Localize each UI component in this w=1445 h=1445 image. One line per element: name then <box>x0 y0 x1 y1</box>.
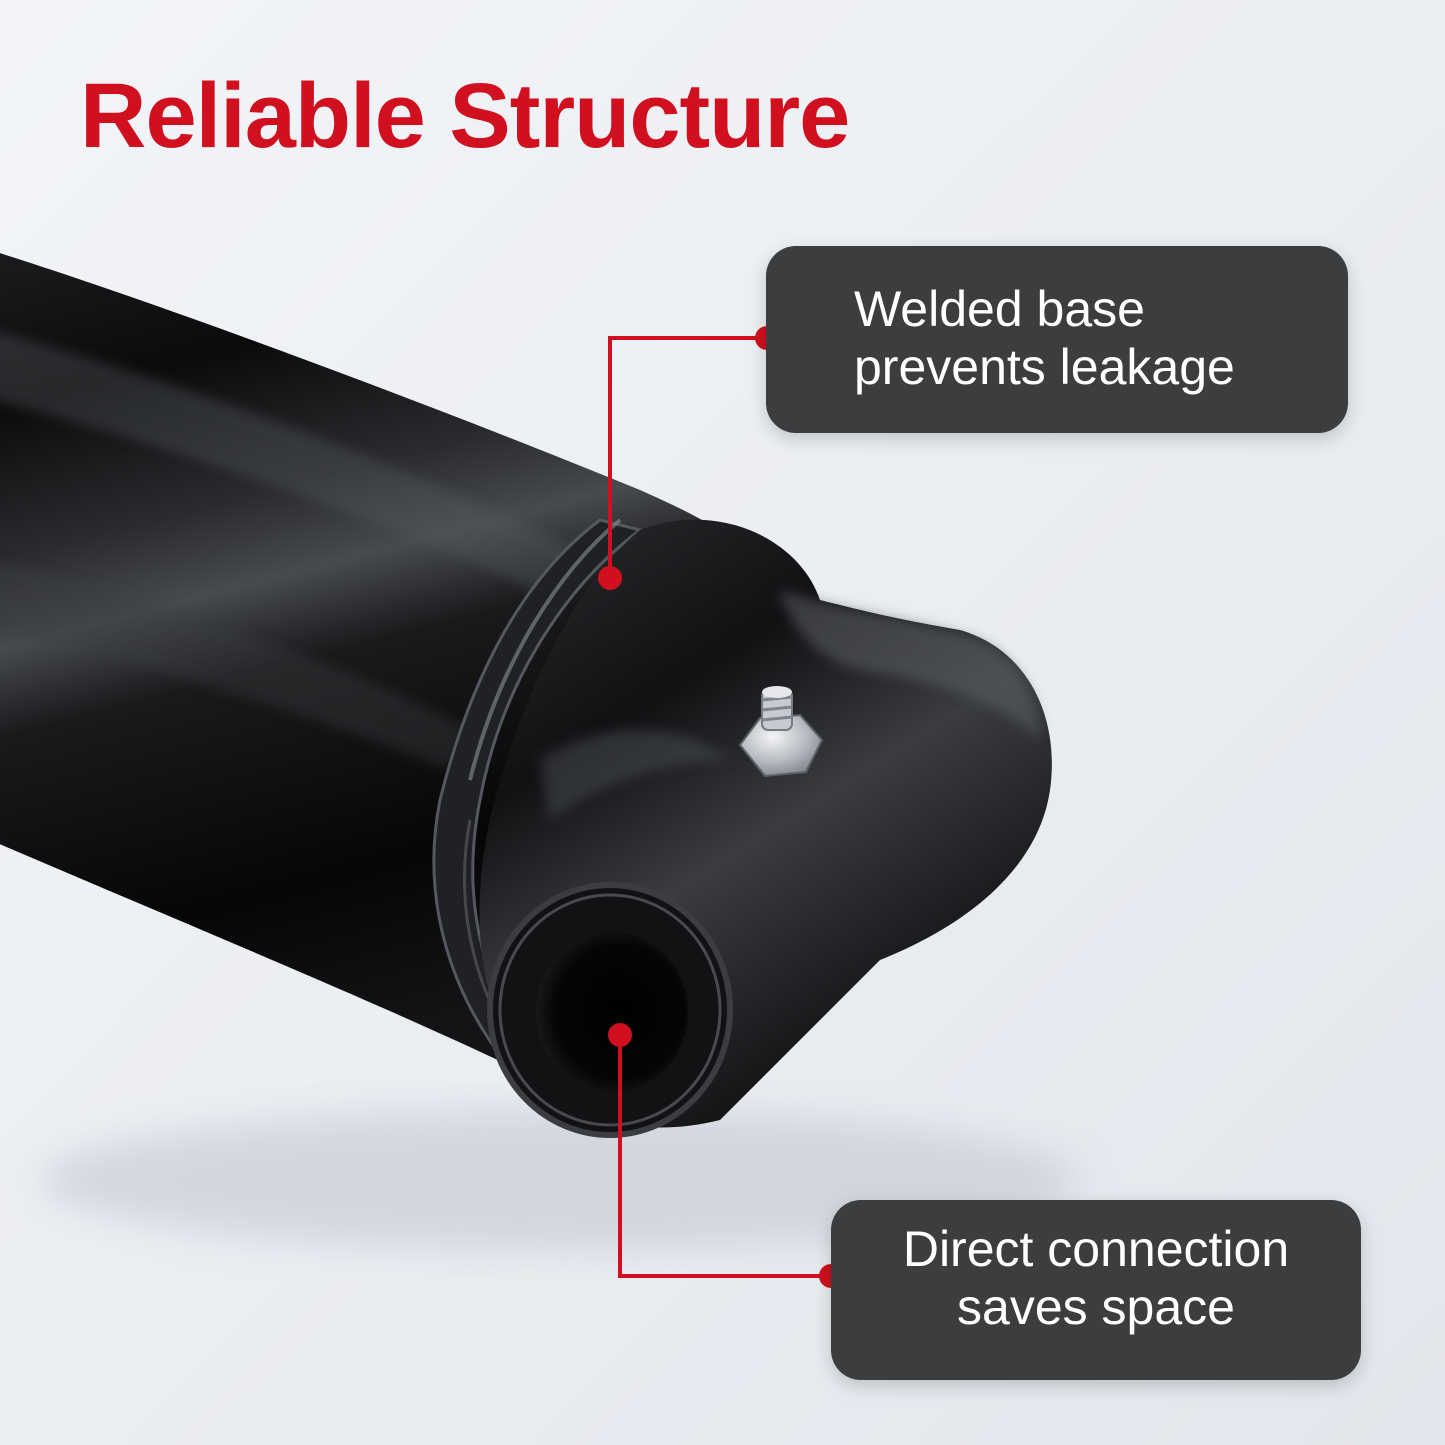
leader-dot-top-anchor <box>598 566 622 590</box>
leader-line-bottom <box>618 1035 831 1278</box>
callout-line: Direct connection <box>902 1221 1290 1277</box>
callout-direct-connection: Direct connection saves space <box>831 1200 1361 1380</box>
callout-line: saves space <box>957 1279 1235 1335</box>
leader-dot-bottom-anchor <box>608 1023 632 1047</box>
port-bore <box>536 932 688 1092</box>
leader-line-top <box>608 336 767 578</box>
callout-welded-base: Welded base prevents leakage <box>766 246 1348 433</box>
bolt <box>738 686 824 778</box>
page-title: Reliable Structure <box>80 65 850 167</box>
callout-line: Welded base <box>854 281 1145 337</box>
callout-line: prevents leakage <box>854 339 1235 395</box>
